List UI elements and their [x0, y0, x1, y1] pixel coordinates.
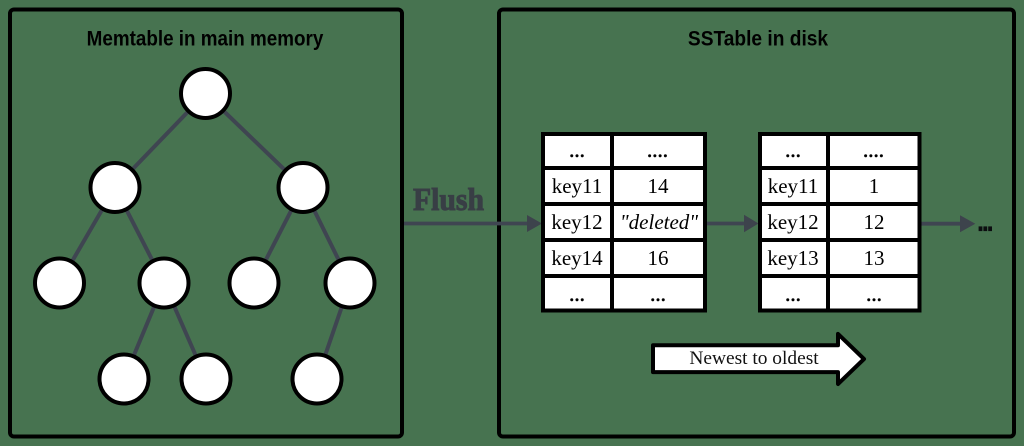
svg-text:...: ...: [866, 282, 882, 306]
svg-text:"deleted": "deleted": [620, 210, 698, 234]
svg-text:...: ...: [785, 282, 801, 306]
svg-text:SSTable in disk: SSTable in disk: [688, 28, 829, 51]
svg-text:...: ...: [569, 138, 585, 162]
svg-text:...: ...: [650, 282, 666, 306]
svg-text:....: ....: [863, 138, 884, 162]
svg-text:...: ...: [569, 282, 585, 306]
svg-text:key11: key11: [552, 174, 603, 198]
svg-text:key13: key13: [767, 246, 818, 270]
svg-text:16: 16: [648, 246, 669, 270]
svg-text:....: ....: [647, 138, 668, 162]
svg-text:key12: key12: [767, 210, 818, 234]
svg-text:14: 14: [648, 174, 670, 198]
svg-text:1: 1: [869, 174, 880, 198]
svg-text:13: 13: [864, 246, 885, 270]
svg-text:Memtable in main memory: Memtable in main memory: [87, 27, 324, 50]
svg-text:12: 12: [864, 210, 885, 234]
svg-text:key11: key11: [768, 174, 819, 198]
svg-text:key14: key14: [551, 246, 603, 270]
svg-text:key12: key12: [551, 210, 602, 234]
svg-text:Newest to oldest: Newest to oldest: [689, 348, 819, 369]
svg-text:Flush: Flush: [413, 181, 484, 217]
svg-text:...: ...: [785, 138, 801, 162]
